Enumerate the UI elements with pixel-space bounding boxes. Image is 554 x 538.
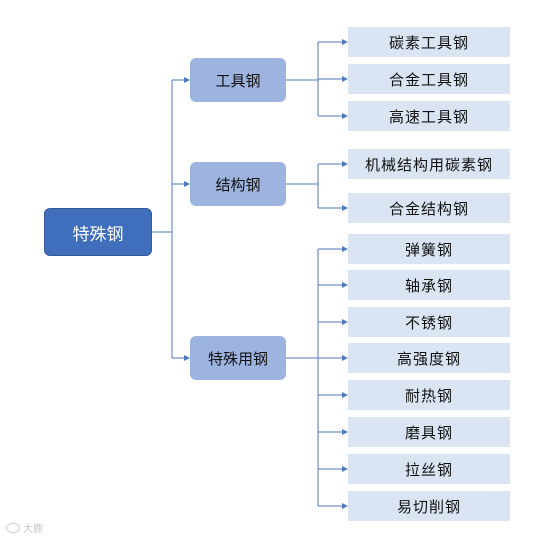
leaf-free-cutting-steel: 易切削钢 [348,491,510,521]
leaf-alloy-tool-steel: 合金工具钢 [348,64,510,94]
weibo-icon [6,522,20,533]
leaf-heat-resistant-steel: 耐热钢 [348,380,510,410]
category-node-structural-steel: 结构钢 [190,162,286,206]
category-node-tool-steel: 工具钢 [190,58,286,102]
watermark-text: 大鹿 [23,524,43,535]
leaf-high-strength-steel: 高强度钢 [348,343,510,373]
leaf-carbon-tool-steel: 碳素工具钢 [348,27,510,57]
leaf-alloy-structural-steel: 合金结构钢 [348,193,510,223]
watermark: 大鹿 [6,520,43,535]
leaf-mold-steel: 磨具钢 [348,417,510,447]
leaf-wire-drawing-steel: 拉丝钢 [348,454,510,484]
leaf-spring-steel: 弹簧钢 [348,234,510,264]
leaf-mechanical-structural-carbon-steel: 机械结构用碳素钢 [348,149,510,179]
category-node-special-use-steel: 特殊用钢 [190,336,286,380]
root-node-special-steel: 特殊钢 [44,208,152,256]
leaf-stainless-steel: 不锈钢 [348,307,510,337]
leaf-high-speed-tool-steel: 高速工具钢 [348,101,510,131]
leaf-bearing-steel: 轴承钢 [348,270,510,300]
